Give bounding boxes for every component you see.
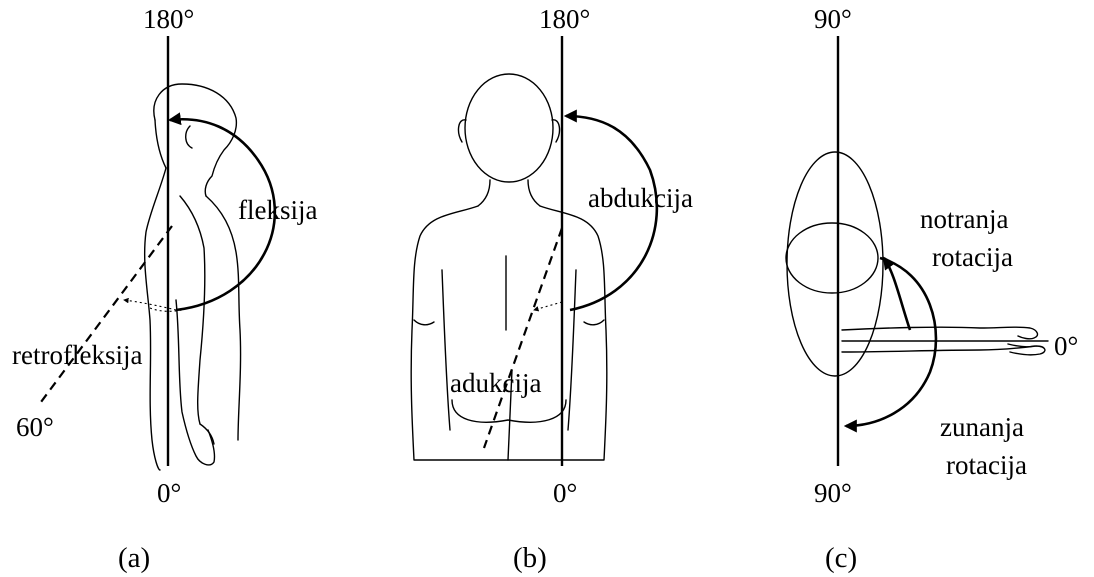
adduction-arrow <box>534 302 562 310</box>
panel-a-bottom-angle: 0° <box>157 478 181 508</box>
label-notranja-rotacija: rotacija <box>932 242 1013 272</box>
adduction-dashed-line <box>484 228 562 448</box>
panel-c-bottom-angle: 90° <box>814 478 852 508</box>
caption-c: (c) <box>825 542 857 574</box>
label-retrofleksija: retrofleksija <box>12 340 142 370</box>
retroflexion-dashed-line <box>38 226 172 406</box>
caption-a: (a) <box>118 542 150 574</box>
rotation-arrow-inner <box>884 258 910 330</box>
label-notranja: notranja <box>920 204 1008 234</box>
panel-b-bottom-angle: 0° <box>553 478 577 508</box>
abduction-arrow <box>566 116 657 310</box>
panel-c-right-angle: 0° <box>1054 331 1078 361</box>
panel-c: 90° 90° notranja rotacija zunanja rotaci… <box>786 4 1078 574</box>
label-zunanja-rotacija: rotacija <box>946 450 1027 480</box>
panel-a-angle-60: 60° <box>16 412 54 442</box>
panel-b: 180° 0° abdukcija <box>411 4 693 574</box>
panel-b-top-angle: 180° <box>539 4 590 34</box>
panel-a-top-angle: 180° <box>143 4 194 34</box>
label-zunanja: zunanja <box>940 412 1024 442</box>
label-adukcija: adukcija <box>450 368 541 398</box>
caption-b: (b) <box>513 542 547 574</box>
panel-c-top-angle: 90° <box>814 4 852 34</box>
side-view-body <box>145 84 241 470</box>
rotation-arrow-outer <box>846 258 936 426</box>
back-view-body <box>411 74 607 460</box>
panel-a: 180° 0° fleksija retrofleksija <box>12 4 317 574</box>
label-fleksija: fleksija <box>238 195 317 225</box>
label-abdukcija: abdukcija <box>588 183 693 213</box>
